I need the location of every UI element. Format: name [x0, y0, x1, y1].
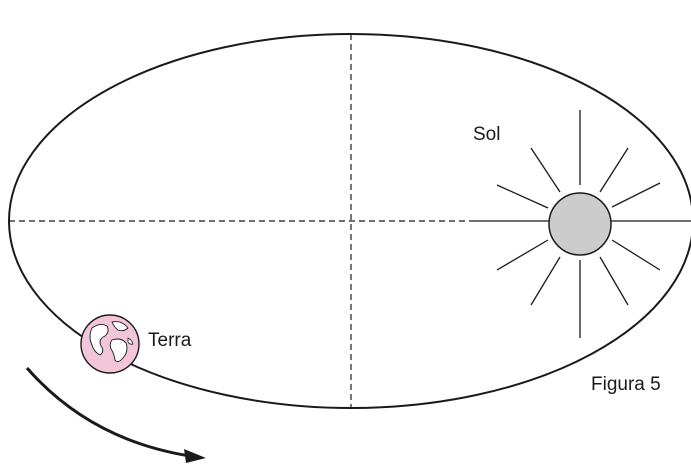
- arrow-head-icon: [184, 449, 206, 463]
- figure-label: Figura 5: [591, 374, 661, 395]
- earth-globe-icon: [81, 315, 139, 373]
- motion-arrow: [27, 368, 190, 456]
- sun-label: Sol: [473, 124, 500, 145]
- sun-circle: [549, 193, 611, 255]
- earth-label: Terra: [148, 330, 192, 351]
